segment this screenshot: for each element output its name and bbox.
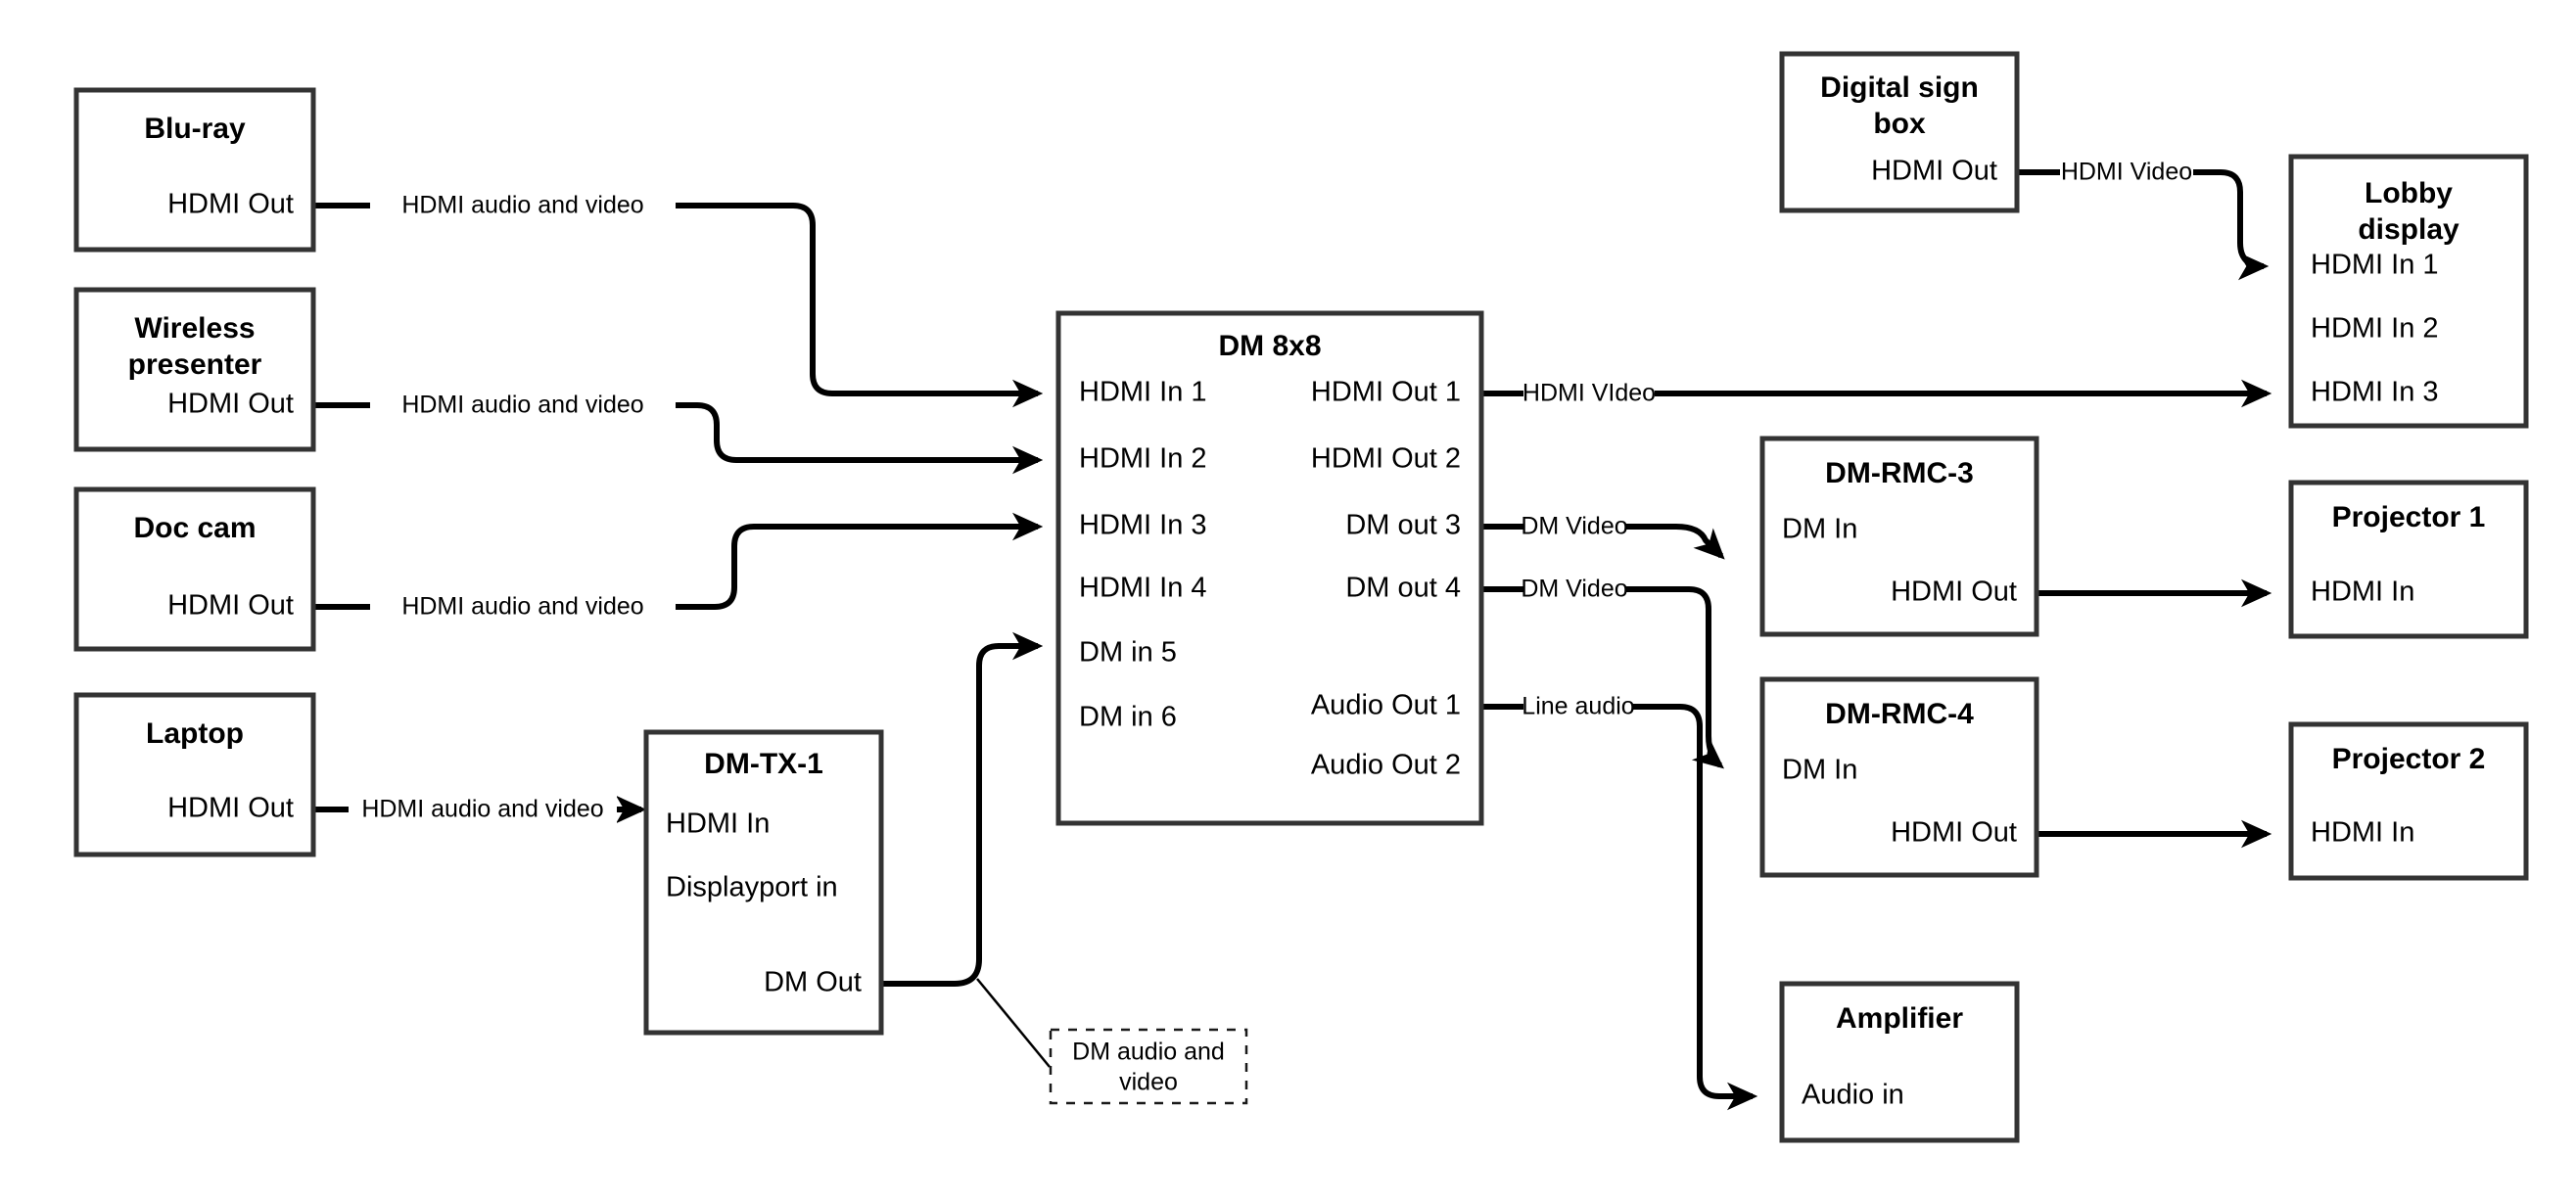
bluray-title: Blu-ray (144, 113, 246, 145)
laptop-hdmi-out-label: HDMI Out (167, 793, 294, 824)
edge-label-text: Line audio (1522, 693, 1634, 720)
annotation-dm-audio-and-video: DM audio and video (1049, 1028, 1248, 1105)
node-projector-1[interactable]: Projector 1 HDMI In (2288, 480, 2529, 639)
lobby-display-hdmi-in-1-label: HDMI In 1 (2311, 250, 2439, 281)
edge-label-sign-to-lobby: HDMI Video (2060, 155, 2193, 190)
lobby-display-hdmi-in-2-label: HDMI In 2 (2311, 313, 2439, 345)
node-dm-8x8[interactable]: DM 8x8 HDMI In 1 HDMI In 2 HDMI In 3 HDM… (1055, 310, 1484, 826)
amplifier-title: Amplifier (1836, 1002, 1963, 1035)
wire-dm8x8-dmout3-to-rmc3 (1481, 524, 1725, 560)
dm-8x8-output-hdmi-out-1: HDMI Out 1 (1311, 377, 1461, 408)
projector-1-title: Projector 1 (2332, 501, 2486, 533)
dm-8x8-input-dm-in-6: DM in 6 (1079, 702, 1177, 733)
edge-label-dmout4-to-rmc4: DM Video (1521, 572, 1628, 607)
digital-sign-box-title-line1: Digital sign (1820, 71, 1979, 104)
edge-label-text: HDMI audio and video (401, 392, 643, 419)
dm-rmc-4-dm-in-label: DM In (1782, 755, 1857, 786)
dm-tx-1-title: DM-TX-1 (704, 748, 823, 780)
wire-doccam-to-dm8x8 (313, 512, 1044, 610)
edge-label-text: HDMI audio and video (401, 192, 643, 219)
edge-label-audioout1-to-amplifier: Line audio (1522, 689, 1635, 724)
edge-label-bluray-to-dm8x8: HDMI audio and video (370, 188, 676, 223)
edge-label-text: HDMI audio and video (361, 796, 603, 823)
lobby-display-hdmi-in-3-label: HDMI In 3 (2311, 377, 2439, 408)
edge-label-text: DM Video (1521, 513, 1627, 540)
dm-8x8-input-dm-in-5: DM in 5 (1079, 637, 1177, 669)
lobby-display-title-line1: Lobby (2365, 177, 2453, 209)
node-projector-2[interactable]: Projector 2 HDMI In (2288, 721, 2529, 881)
dm-8x8-input-hdmi-in-2: HDMI In 2 (1079, 443, 1207, 475)
edge-label-wireless-to-dm8x8: HDMI audio and video (370, 388, 676, 423)
wire-dm8x8-dmout4-to-rmc4 (1481, 586, 1724, 769)
edge-label-dmout3-to-rmc3: DM Video (1521, 509, 1628, 544)
dm-rmc-4-hdmi-out-label: HDMI Out (1891, 817, 2017, 849)
node-dm-tx-1[interactable]: DM-TX-1 HDMI In Displayport in DM Out (643, 729, 884, 1036)
wireless-presenter-title-line1: Wireless (134, 312, 255, 345)
projector-2-hdmi-in-label: HDMI In (2311, 817, 2414, 849)
dm-rmc-4-title: DM-RMC-4 (1825, 698, 1974, 730)
digital-sign-box-hdmi-out-label: HDMI Out (1871, 156, 1997, 187)
bluray-hdmi-out-label: HDMI Out (167, 189, 294, 220)
node-digital-sign-box[interactable]: Digital sign box HDMI Out (1779, 51, 2020, 213)
projector-1-hdmi-in-label: HDMI In (2311, 577, 2414, 608)
amplifier-audio-in-label: Audio in (1802, 1080, 1904, 1111)
edge-label-hdmiout1-to-lobby: HDMI VIdeo (1522, 376, 1656, 411)
edge-label-laptop-to-dmtx1: HDMI audio and video (349, 792, 617, 827)
dm-tx-1-dm-out-label: DM Out (764, 967, 862, 998)
wire-dmtx1-to-dm8x8 (881, 631, 1044, 987)
annotation-line1: DM audio and (1072, 1039, 1225, 1066)
dm-8x8-output-hdmi-out-2: HDMI Out 2 (1311, 443, 1461, 475)
edge-label-text: HDMI VIdeo (1522, 380, 1656, 407)
dm-rmc-3-dm-in-label: DM In (1782, 514, 1857, 545)
node-dm-rmc-3[interactable]: DM-RMC-3 DM In HDMI Out (1759, 436, 2039, 637)
laptop-title: Laptop (146, 717, 244, 750)
edge-label-text: DM Video (1521, 576, 1627, 603)
dm-8x8-output-dm-out-4: DM out 4 (1345, 573, 1461, 604)
wire-dm8x8-audioout1-to-amplifier (1481, 704, 1758, 1111)
dm-8x8-input-hdmi-in-3: HDMI In 3 (1079, 510, 1207, 541)
dm-8x8-input-hdmi-in-4: HDMI In 4 (1079, 573, 1207, 604)
node-dm-rmc-4[interactable]: DM-RMC-4 DM In HDMI Out (1759, 676, 2039, 878)
dm-8x8-output-audio-out-1: Audio Out 1 (1311, 690, 1461, 721)
wireless-presenter-title-line2: presenter (128, 348, 262, 381)
dm-rmc-3-hdmi-out-label: HDMI Out (1891, 577, 2017, 608)
wire-bluray-to-dm8x8 (313, 203, 1044, 408)
wireless-presenter-hdmi-out-label: HDMI Out (167, 389, 294, 420)
dm-8x8-output-audio-out-2: Audio Out 2 (1311, 750, 1461, 781)
node-doc-cam[interactable]: Doc cam HDMI Out (73, 486, 316, 652)
projector-2-title: Projector 2 (2332, 743, 2486, 775)
doc-cam-hdmi-out-label: HDMI Out (167, 590, 294, 622)
dm-8x8-input-hdmi-in-1: HDMI In 1 (1079, 377, 1207, 408)
wire-sign-to-lobby (2017, 169, 2270, 281)
wire-wireless-to-dm8x8 (313, 402, 1044, 475)
dm-tx-1-hdmi-in-label: HDMI In (666, 808, 770, 840)
edge-label-text: HDMI audio and video (401, 593, 643, 621)
node-lobby-display[interactable]: Lobby display HDMI In 1 HDMI In 2 HDMI I… (2288, 154, 2529, 429)
lobby-display-title-line2: display (2358, 213, 2459, 246)
annotation-line2: video (1119, 1069, 1178, 1096)
doc-cam-title: Doc cam (133, 512, 256, 544)
node-bluray[interactable]: Blu-ray HDMI Out (73, 87, 316, 253)
node-wireless-presenter[interactable]: Wireless presenter HDMI Out (73, 287, 316, 452)
node-amplifier[interactable]: Amplifier Audio in (1779, 981, 2020, 1143)
dm-8x8-output-dm-out-3: DM out 3 (1345, 510, 1461, 541)
dm-tx-1-displayport-in-label: Displayport in (666, 872, 838, 903)
edge-label-doccam-to-dm8x8: HDMI audio and video (370, 589, 676, 624)
dm-8x8-title: DM 8x8 (1218, 330, 1321, 362)
note-leader-line (976, 978, 1051, 1068)
dm-rmc-3-title: DM-RMC-3 (1825, 457, 1974, 489)
node-laptop[interactable]: Laptop HDMI Out (73, 692, 316, 857)
digital-sign-box-title-line2: box (1873, 108, 1926, 140)
edge-label-text: HDMI Video (2061, 159, 2192, 186)
